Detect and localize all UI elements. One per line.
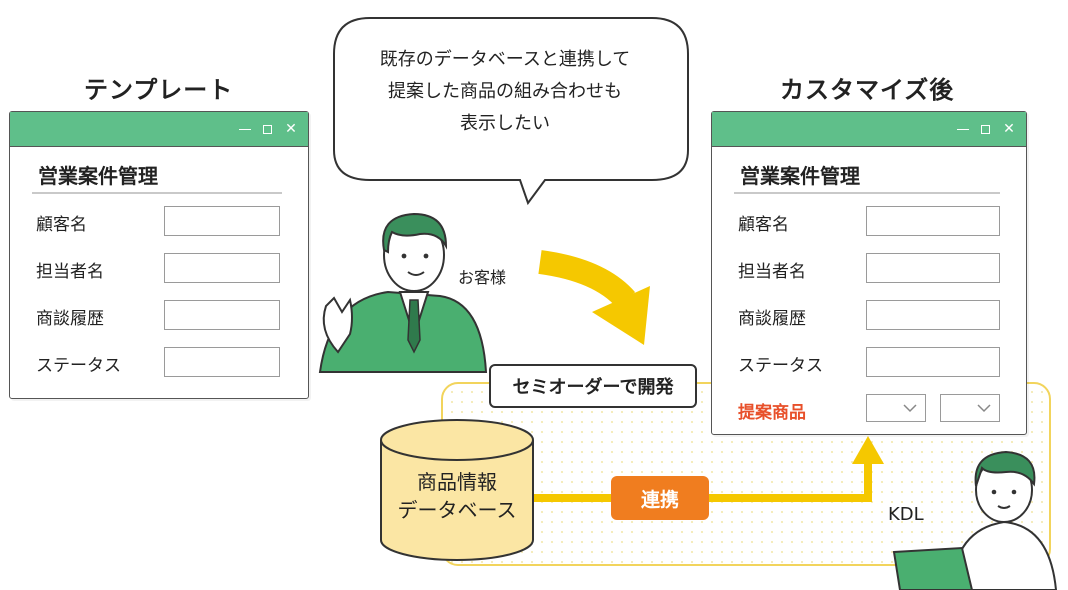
title-divider (32, 192, 282, 194)
database-label-line-1: 商品情報 (417, 470, 497, 494)
staff-input[interactable] (866, 253, 1000, 283)
chevron-down-icon (903, 404, 917, 413)
window-titlebar: ✕ (712, 112, 1026, 147)
field-label-customer: 顧客名 (738, 215, 789, 235)
semi-order-label: セミオーダーで開発 (489, 364, 697, 408)
close-icon[interactable]: ✕ (285, 121, 297, 137)
customer-input[interactable] (164, 206, 280, 236)
speech-line-1: 既存のデータベースと連携して (379, 49, 631, 70)
field-label-staff: 担当者名 (738, 262, 806, 282)
maximize-icon[interactable] (981, 124, 990, 134)
field-label-proposed-product: 提案商品 (738, 403, 806, 423)
database-icon (380, 419, 534, 561)
link-badge: 連携 (611, 476, 709, 520)
field-label-status: ステータス (36, 356, 121, 376)
close-icon[interactable]: ✕ (1003, 121, 1015, 137)
proposed-product-select-1[interactable] (866, 394, 926, 422)
kdl-label: KDL (888, 504, 924, 525)
proposed-product-select-2[interactable] (940, 394, 1000, 422)
customer-input[interactable] (866, 206, 1000, 236)
status-input[interactable] (164, 347, 280, 377)
history-input[interactable] (866, 300, 1000, 330)
history-input[interactable] (164, 300, 280, 330)
window-titlebar: ✕ (10, 112, 308, 147)
speech-line-2: 提案した商品の組み合わせも (388, 81, 622, 102)
customer-label: お客様 (458, 268, 507, 287)
minimize-icon[interactable] (239, 128, 251, 130)
developer-person-icon (892, 450, 1058, 590)
field-label-customer: 顧客名 (36, 215, 87, 235)
field-label-history: 商談履歴 (36, 309, 104, 329)
template-heading: テンプレート (84, 76, 234, 104)
yellow-arrow-icon (538, 250, 650, 345)
minimize-icon[interactable] (957, 128, 969, 130)
chevron-down-icon (977, 404, 991, 413)
template-window: ✕ 営業案件管理 顧客名 担当者名 商談履歴 ステータス (9, 111, 309, 399)
speech-bubble (333, 17, 689, 206)
customer-person-icon (318, 212, 488, 373)
form-title: 営業案件管理 (740, 164, 860, 188)
form-title: 営業案件管理 (38, 164, 158, 188)
field-label-history: 商談履歴 (738, 309, 806, 329)
staff-input[interactable] (164, 253, 280, 283)
customized-window: ✕ 営業案件管理 顧客名 担当者名 商談履歴 ステータス 提案商品 (711, 111, 1027, 435)
speech-bubble-text: 既存のデータベースと連携して 提案した商品の組み合わせも 表示したい (350, 44, 660, 140)
maximize-icon[interactable] (263, 124, 272, 134)
speech-line-3: 表示したい (460, 113, 550, 134)
field-label-staff: 担当者名 (36, 262, 104, 282)
field-label-status: ステータス (738, 356, 823, 376)
database-label: 商品情報 データベース (381, 468, 533, 524)
customized-heading: カスタマイズ後 (780, 76, 955, 104)
database-label-line-2: データベース (397, 498, 517, 522)
status-input[interactable] (866, 347, 1000, 377)
title-divider (734, 192, 1000, 194)
